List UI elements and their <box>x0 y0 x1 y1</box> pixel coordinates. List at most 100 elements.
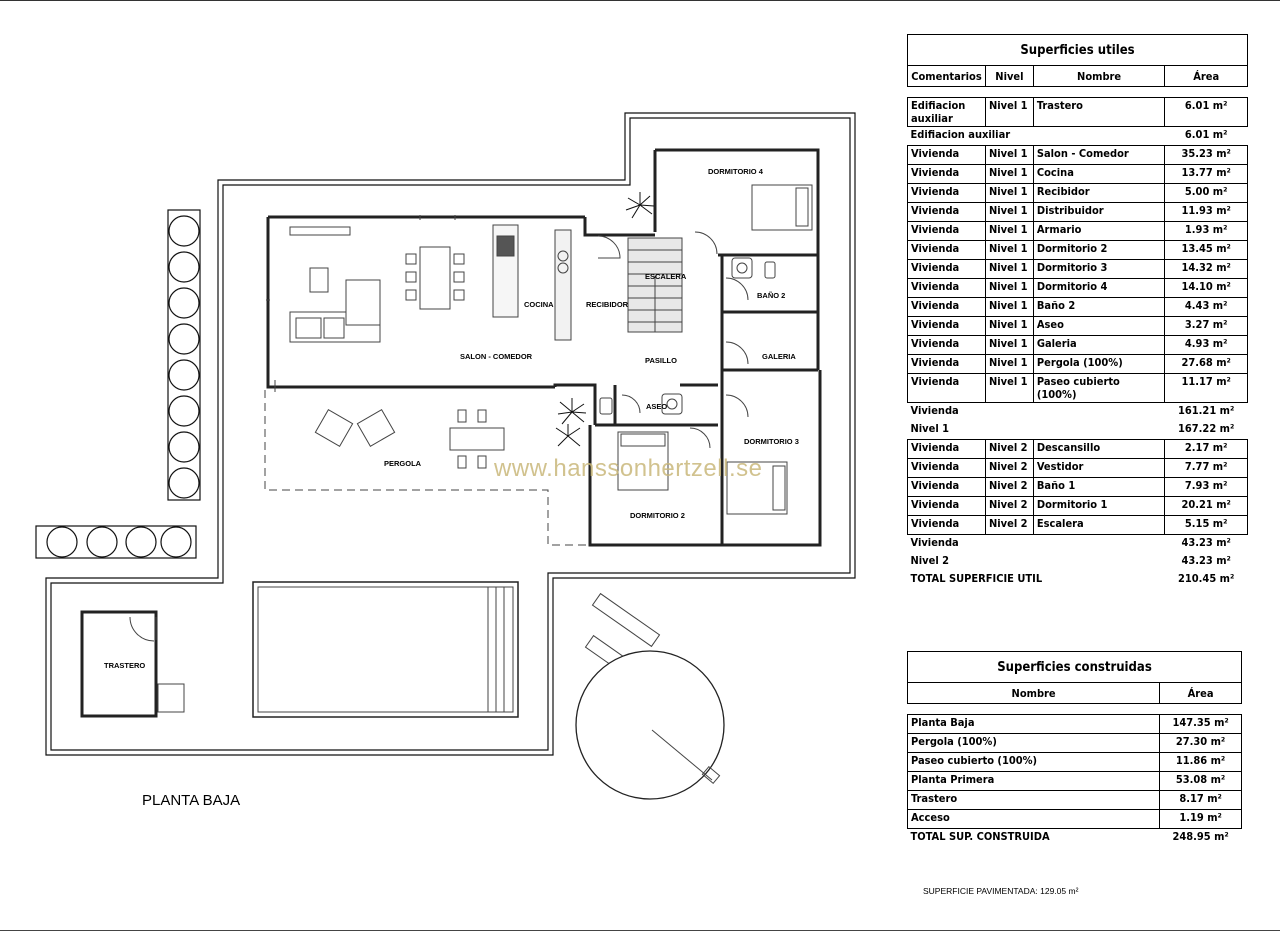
row-name: Salon - Comedor <box>1032 145 1166 165</box>
room-escalera: ESCALERA <box>645 272 687 281</box>
plan-title: PLANTA BAJA <box>142 792 241 809</box>
row-level: Nivel 1 <box>984 335 1034 355</box>
row-comment: Vivienda <box>907 164 986 184</box>
row-comment: Vivienda <box>907 202 986 222</box>
row-area: 11.86 m² <box>1159 752 1242 772</box>
bottom-border <box>0 930 1280 931</box>
row-area: 43.23 m² <box>1181 554 1231 567</box>
row-name: Escalera <box>1032 515 1166 535</box>
row-area: 4.43 m² <box>1164 297 1248 317</box>
room-dormitorio2: DORMITORIO 2 <box>630 511 685 520</box>
spacer-row <box>908 87 1248 98</box>
watermark: www.hanssonhertzell.se <box>493 455 762 482</box>
table-row: Pergola (100%)27.30 m² <box>906 733 1242 753</box>
row-area: 5.15 m² <box>1164 515 1248 535</box>
row-area: 14.10 m² <box>1164 278 1248 298</box>
row-comment: Vivienda <box>907 259 986 279</box>
row-level: Nivel 1 <box>984 202 1034 222</box>
paved-surface-note: SUPERFICIE PAVIMENTADA: 129.05 m² <box>923 886 1079 896</box>
room-aseo: ASEO <box>646 402 667 411</box>
column-header: Nivel <box>984 65 1034 87</box>
row-comment: Vivienda <box>907 278 986 298</box>
row-area: 6.01 m² <box>1184 128 1228 141</box>
row-comment: Vivienda <box>907 221 986 241</box>
row-level: Nivel 2 <box>984 439 1034 459</box>
row-area: 1.19 m² <box>1159 809 1242 829</box>
row-comment: Vivienda <box>907 354 986 374</box>
spacer-cell <box>908 704 1242 715</box>
row-name: Pergola (100%) <box>1032 354 1166 374</box>
row-area: 13.77 m² <box>1164 164 1248 184</box>
row-comment: Vivienda <box>907 477 986 497</box>
room-trastero: TRASTERO <box>104 661 145 670</box>
row-level: Nivel 1 <box>984 316 1034 336</box>
row-area: 11.93 m² <box>1164 202 1248 222</box>
row-comment: Vivienda <box>907 458 986 478</box>
row-name: Pergola (100%) <box>906 733 1161 753</box>
row-area: 4.93 m² <box>1164 335 1248 355</box>
row-level: Nivel 1 <box>984 259 1034 279</box>
table-row: Nivel 2 43.23 m² <box>908 553 1248 571</box>
row-comment: Vivienda <box>907 439 986 459</box>
room-pasillo: PASILLO <box>645 356 677 365</box>
row-level: Nivel 1 <box>984 354 1034 374</box>
row-name: Planta Primera <box>906 771 1161 791</box>
table-title-row: Superficies utiles <box>907 34 1248 66</box>
row-level: Nivel 1 <box>984 278 1034 298</box>
column-header: Nombre <box>1032 65 1166 87</box>
row-area: 27.68 m² <box>1164 354 1248 374</box>
row-name: Aseo <box>1032 316 1166 336</box>
column-header: Área <box>1159 682 1242 704</box>
room-cocina: COCINA <box>524 300 554 309</box>
row-comment: Vivienda <box>907 240 986 260</box>
row-area: 20.21 m² <box>1164 496 1248 516</box>
row-level: Nivel 1 <box>984 164 1034 184</box>
row-level: Nivel 1 <box>984 221 1034 241</box>
top-border <box>0 0 1280 1</box>
row-name: Distribuidor <box>1032 202 1166 222</box>
row-name: Dormitorio 4 <box>1032 278 1166 298</box>
row-name: TOTAL SUP. CONSTRUIDA <box>910 830 1050 843</box>
room-galeria: GALERIA <box>762 352 796 361</box>
row-area: 7.77 m² <box>1164 458 1248 478</box>
row-label: TOTAL SUPERFICIE UTIL <box>910 572 1043 585</box>
row-level: Nivel 2 <box>984 458 1034 478</box>
column-header: Nombre <box>906 682 1161 704</box>
row-label: Nivel 2 <box>910 554 950 567</box>
row-area: 14.32 m² <box>1164 259 1248 279</box>
row-name: Planta Baja <box>906 714 1161 734</box>
table-row: Paseo cubierto (100%)11.86 m² <box>906 752 1242 772</box>
row-level: Nivel 1 <box>984 373 1034 403</box>
row-comment: Vivienda <box>907 335 986 355</box>
row-area: 3.27 m² <box>1164 316 1248 336</box>
row-name: Armario <box>1032 221 1166 241</box>
row-level: Nivel 2 <box>984 496 1034 516</box>
row-area: 2.17 m² <box>1164 439 1248 459</box>
row-name: Vestidor <box>1032 458 1166 478</box>
row-area: 147.35 m² <box>1159 714 1242 734</box>
spacer-row <box>908 704 1242 715</box>
row-area: 5.00 m² <box>1164 183 1248 203</box>
row-area: 8.17 m² <box>1159 790 1242 810</box>
